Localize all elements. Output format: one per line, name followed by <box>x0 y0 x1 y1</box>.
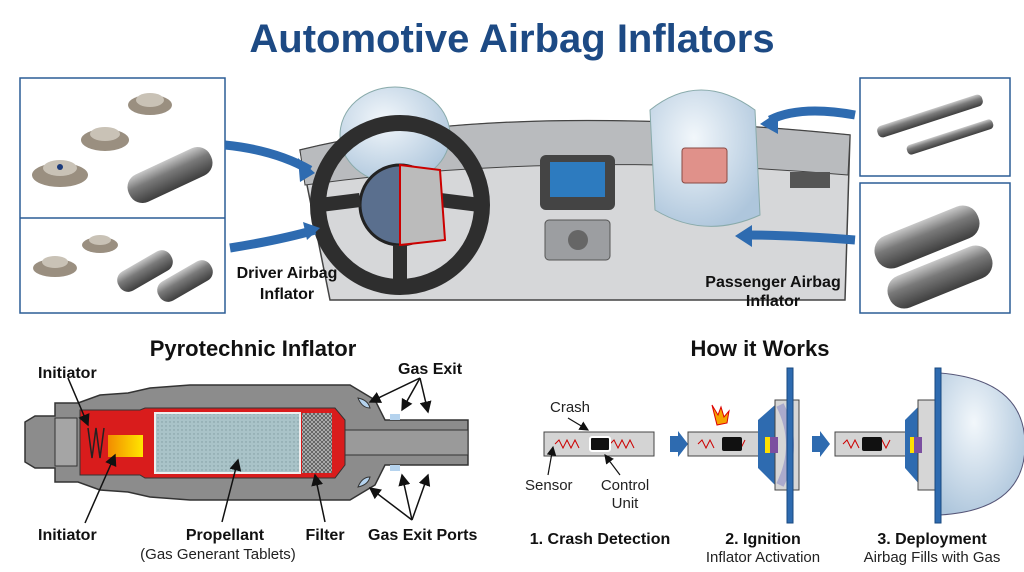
gas-exit-label: Gas Exit <box>398 361 463 378</box>
deployed-airbag-icon <box>939 372 1024 516</box>
step-3-deployment <box>834 367 1024 524</box>
step-1-crash-detection <box>543 431 688 457</box>
passenger-inflator-label-2: Inflator <box>746 293 800 310</box>
step-2-ignition <box>687 367 830 524</box>
driver-inflator-photos <box>19 77 226 314</box>
tube-inflator-icon <box>117 146 213 302</box>
control-unit-label-2: Unit <box>612 495 640 512</box>
disc-inflator-icon <box>32 93 172 277</box>
control-unit-label: Control <box>601 477 649 494</box>
step-3-title: 3. Deployment <box>877 531 987 548</box>
inflator-cross-section <box>24 384 469 501</box>
step-2-subtitle: Inflator Activation <box>706 549 820 566</box>
spark-icon <box>711 404 730 426</box>
passenger-inflator-label: Passenger Airbag <box>705 274 840 291</box>
pyrotechnic-title: Pyrotechnic Inflator <box>150 336 357 361</box>
callout-lines <box>67 377 432 524</box>
filter-label: Filter <box>305 527 344 544</box>
step-2-title: 2. Ignition <box>725 531 801 548</box>
gas-exit-ports-label: Gas Exit Ports <box>368 527 477 544</box>
step-3-subtitle: Airbag Fills with Gas <box>864 549 1001 566</box>
steering-wheel-icon <box>310 115 490 295</box>
propellant-label: Propellant <box>186 527 265 544</box>
sensor-label: Sensor <box>525 477 573 494</box>
passenger-inflator-photos <box>859 77 1011 314</box>
page-title: Automotive Airbag Inflators <box>249 17 774 61</box>
how-it-works-title: How it Works <box>691 336 830 361</box>
crash-label: Crash <box>550 399 590 416</box>
propellant-sublabel: (Gas Generant Tablets) <box>140 546 296 563</box>
initiator-label-bottom: Initiator <box>38 527 97 544</box>
driver-inflator-label: Driver Airbag <box>237 265 338 282</box>
driver-inflator-label-2: Inflator <box>260 286 314 303</box>
passenger-airbag-icon <box>649 89 761 227</box>
step-1-title: 1. Crash Detection <box>530 531 670 548</box>
dashboard-illustration <box>299 86 851 301</box>
initiator-label-top: Initiator <box>38 365 97 382</box>
